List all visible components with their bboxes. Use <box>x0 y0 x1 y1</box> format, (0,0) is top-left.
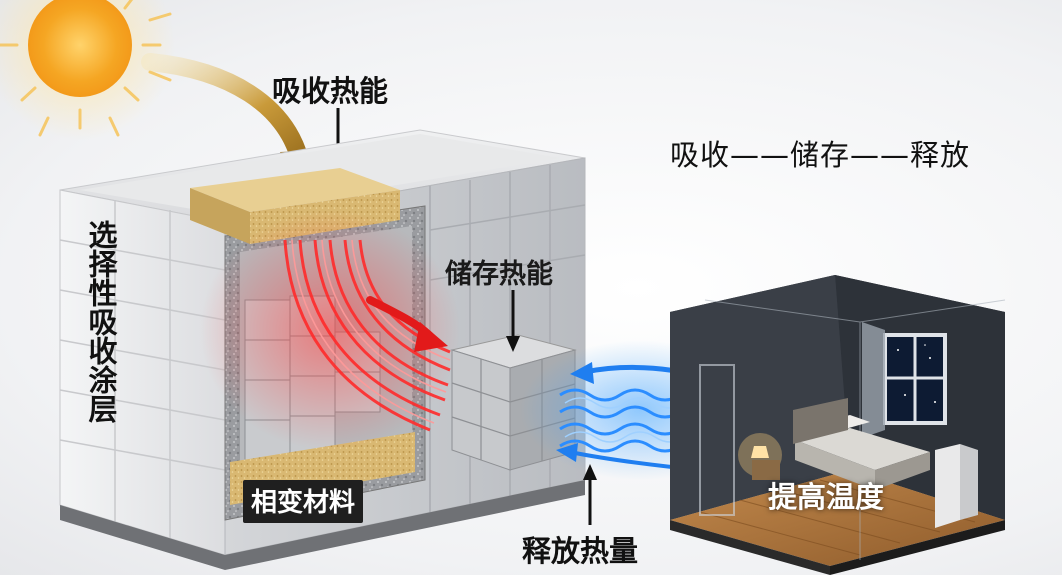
heat-wave-icon <box>200 210 460 450</box>
store-heat-label: 储存热能 <box>445 252 553 291</box>
selective-absorption-coating-label: 选择性吸收涂层 <box>78 220 118 423</box>
process-chain-text: 吸收——储存——释放 <box>670 132 970 174</box>
room-cutaway <box>670 275 1005 575</box>
phase-change-material-label: 相变材料 <box>243 480 363 523</box>
raise-temperature-label: 提高温度 <box>768 474 884 516</box>
release-heat-label: 释放热量 <box>522 528 638 570</box>
cabinet <box>935 444 960 528</box>
window-icon <box>862 322 945 438</box>
absorb-heat-label: 吸收热能 <box>272 68 388 110</box>
